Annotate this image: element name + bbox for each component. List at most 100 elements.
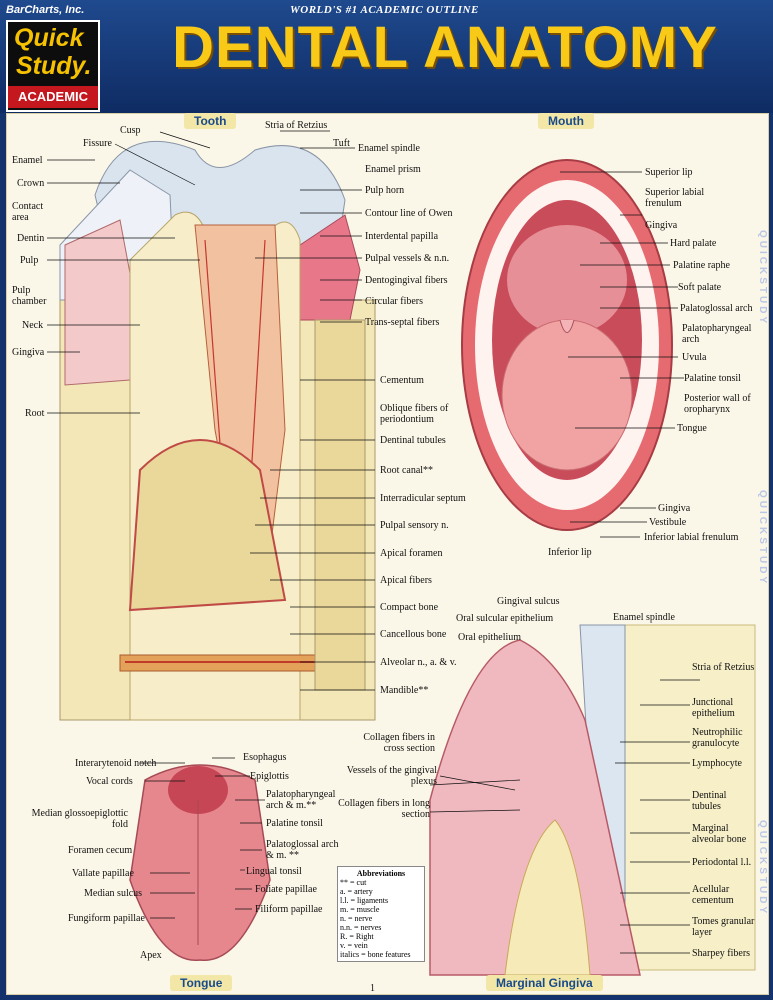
label-apex: Apex (140, 950, 162, 961)
label-oral-epithelium: Oral epithelium (458, 632, 522, 643)
label-esophagus: Esophagus (243, 752, 287, 763)
label-inferior-lip: Inferior lip (548, 547, 592, 558)
abbr-item: n. = nerve (340, 914, 373, 923)
brand-name: BarCharts, Inc. (6, 4, 85, 16)
mouth-illustration (461, 159, 673, 531)
label-apical-fibers: Apical fibers (380, 575, 432, 586)
label-sharpey-fibers: Sharpey fibers (692, 948, 751, 959)
header (0, 0, 773, 113)
abbr-item: v. = vein (340, 941, 368, 950)
label-vestibule: Vestibule (649, 517, 687, 528)
label-palatoglossal-arch: Palatoglossal arch (680, 303, 753, 314)
page-title: DENTAL ANATOMY (172, 15, 718, 80)
logo-line-3: ACADEMIC (8, 86, 98, 108)
label-gingiva-dentinal-tubules: Dentinal tubules (692, 790, 727, 812)
label-uvula: Uvula (682, 352, 707, 363)
label-pulpal-vessels: Pulpal vessels & n.n. (365, 253, 450, 264)
label-fissure: Fissure (83, 138, 112, 149)
abbr-item: n.n. = nerves (340, 923, 382, 932)
label-neutrophilic-granulocyte: Neutrophilic granulocyte (692, 727, 743, 749)
label-crown: Crown (17, 178, 45, 189)
abbr-item: l.l. = ligaments (340, 896, 389, 905)
label-marginal-alveolar-bone: Marginal alveolar bone (692, 823, 747, 845)
page-number: 1 (370, 983, 375, 994)
abbr-item: ** = cut (340, 878, 367, 887)
label-gingival-sulcus: Gingival sulcus (497, 596, 560, 607)
abbreviations-title: Abbreviations (356, 869, 406, 878)
label-root-canal: Root canal** (380, 465, 434, 476)
section-heading-mouth: Mouth (538, 113, 594, 129)
label-periodontal-ll: Periodontal l.l. (692, 857, 752, 868)
side-watermark-top: QUICKSTUDY (757, 230, 768, 327)
label-filiform-papillae: Filiform papillae (255, 904, 323, 915)
label-compact-bone: Compact bone (380, 602, 439, 613)
logo-line-2: Study. (16, 52, 92, 80)
label-root: Root (25, 408, 45, 419)
label-dentinal-tubules: Dentinal tubules (380, 435, 446, 446)
label-pulp-chamber: Pulp chamber (12, 285, 47, 307)
label-apical-foramen: Apical foramen (380, 548, 443, 559)
label-pulpal-sensory-n: Pulpal sensory n. (380, 520, 449, 531)
section-heading-tongue: Tongue (170, 975, 233, 991)
abbreviations-box: Abbreviations ** = cut a. = artery l.l. … (337, 866, 425, 962)
label-acellular-cementum: Acellular cementum (692, 884, 734, 906)
label-fungiform-papillae: Fungiform papillae (68, 913, 145, 924)
label-interradicular-septum: Interradicular septum (380, 493, 466, 504)
label-epiglottis: Epiglottis (250, 771, 289, 782)
label-lingual-tonsil: Lingual tonsil (246, 866, 302, 877)
label-dentogingival-fibers: Dentogingival fibers (365, 275, 448, 286)
tongue-illustration (129, 764, 271, 961)
section-heading-tooth: Tooth (184, 113, 237, 129)
label-pulp-horn: Pulp horn (365, 185, 405, 196)
label-collagen-fibers-long: Collagen fibers in long section (338, 798, 430, 820)
label-posterior-wall-oropharynx: Posterior wall of oropharynx (684, 393, 751, 415)
label-tongue-palatine-tonsil: Palatine tonsil (266, 818, 323, 829)
label-palatopharyngeal-arch-m: Palatopharyngeal arch & m.** (266, 789, 336, 811)
label-mouth-gingiva-upper: Gingiva (645, 220, 678, 231)
label-soft-palate: Soft palate (678, 282, 722, 293)
quickstudy-logo: Quick Study. ACADEMIC (6, 20, 100, 112)
label-tomes-granular-layer: Tomes granular layer (692, 916, 755, 938)
label-mandible: Mandible** (380, 685, 429, 696)
label-enamel-prism: Enamel prism (365, 164, 421, 175)
label-cementum: Cementum (380, 375, 424, 386)
label-cusp: Cusp (120, 125, 141, 136)
label-vallate-papillae: Vallate papillae (72, 868, 134, 879)
label-inferior-labial-frenulum: Inferior labial frenulum (644, 532, 739, 543)
label-tuft: Tuft (333, 138, 350, 149)
logo-line-1: Quick (14, 24, 84, 52)
label-gingiva: Gingiva (12, 347, 45, 358)
label-lymphocyte: Lymphocyte (692, 758, 742, 769)
label-interarytenoid-notch: Interarytenoid notch (75, 758, 157, 769)
label-gingiva-stria-of-retzius: Stria of Retzius (692, 662, 755, 673)
label-cancellous-bone: Cancellous bone (380, 629, 447, 640)
label-pulp: Pulp (20, 255, 39, 266)
label-vessels-gingival-plexus: Vessels of the gingival plexus (346, 765, 437, 787)
label-superior-lip: Superior lip (645, 167, 693, 178)
label-palatopharyngeal-arch: Palatopharyngeal arch (682, 323, 752, 345)
label-vocal-cords: Vocal cords (86, 776, 133, 787)
gingiva-illustration (429, 624, 756, 976)
label-enamel-spindle: Enamel spindle (358, 143, 420, 154)
label-hard-palate: Hard palate (670, 238, 717, 249)
abbr-item: m. = muscle (340, 905, 380, 914)
label-superior-labial-frenulum: Superior labial frenulum (645, 187, 705, 209)
tooth-illustration (59, 141, 376, 721)
label-neck: Neck (22, 320, 44, 331)
label-mouth-gingiva-lower: Gingiva (658, 503, 691, 514)
label-dentin: Dentin (17, 233, 45, 244)
section-heading-marginal-gingiva: Marginal Gingiva (486, 975, 603, 991)
label-enamel: Enamel (12, 155, 43, 166)
label-interdental-papilla: Interdental papilla (365, 231, 439, 242)
side-watermark-bottom: QUICKSTUDY (757, 820, 768, 917)
label-junctional-epithelium: Junctional epithelium (692, 697, 735, 719)
label-foliate-papillae: Foliate papillae (255, 884, 317, 895)
label-median-glossoepiglottic-fold: Median glossoepiglottic fold (31, 808, 128, 830)
label-contour-line-of-owen: Contour line of Owen (365, 208, 453, 219)
side-watermark-middle: QUICKSTUDY (757, 490, 768, 587)
abbr-item: italics = bone features (340, 950, 411, 959)
label-oral-sulcular-epithelium: Oral sulcular epithelium (456, 613, 554, 624)
label-alveolar-nav: Alveolar n., a. & v. (380, 657, 457, 668)
label-foramen-cecum: Foramen cecum (68, 845, 133, 856)
